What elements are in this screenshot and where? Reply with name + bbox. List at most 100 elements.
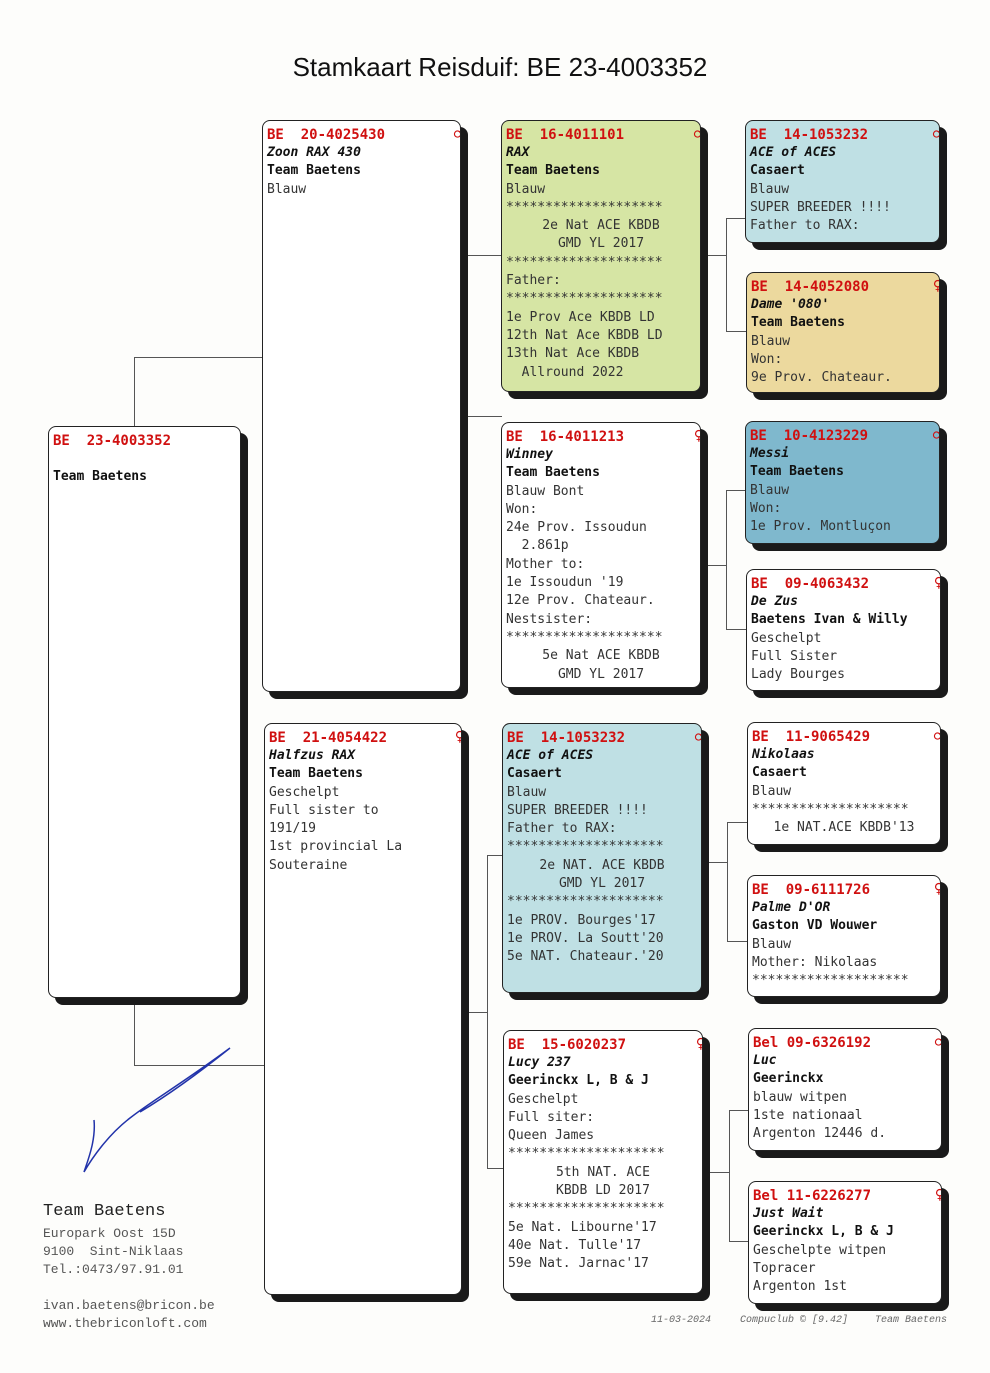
detail-line: GMD YL 2017: [558, 876, 646, 892]
male-symbol-icon: ♂: [933, 125, 939, 144]
pigeon-name: ACE of ACES: [750, 145, 837, 160]
detail-line: Blauw: [752, 783, 792, 799]
pigeon-name: Zoon RAX 430: [267, 145, 361, 160]
ring-number: BE 21-4054422♀: [269, 728, 461, 747]
owner-name: Team Baetens: [53, 469, 147, 485]
detail-line: 2e Nat ACE KBDB: [542, 218, 660, 234]
male-symbol-icon: ♂: [935, 1033, 941, 1052]
detail-line: ********************: [507, 894, 664, 910]
breeder-email[interactable]: ivan.baetens@bricon.be: [43, 1298, 215, 1313]
detail-line: Geschelpt: [508, 1091, 579, 1107]
detail-line: Mother to:: [506, 556, 585, 572]
connector-g1: [703, 255, 726, 256]
pedigree-card-grandsire-maternal: BE 14-1053232♂ ACE of ACESCasaertBlauwSU…: [502, 723, 702, 993]
detail-line: 1e Prov Ace KBDB LD: [506, 309, 655, 325]
pedigree-card-subject: BE 23-4003352 Team Baetens: [48, 426, 241, 998]
ring-number: BE 16-4011213♀: [506, 427, 700, 446]
ring-number: BE 11-9065429♂: [752, 727, 940, 746]
detail-line: [53, 450, 240, 468]
owner-name: Casaert: [750, 163, 805, 179]
detail-line: Father to RAX:: [750, 218, 860, 234]
female-symbol-icon: ♀: [696, 1035, 702, 1054]
pigeon-name: Palme D'OR: [752, 900, 831, 915]
owner-name: Team Baetens: [269, 766, 363, 782]
male-symbol-icon: ♂: [933, 426, 939, 445]
software-credit: Compuclub © [9.42]: [740, 1315, 849, 1326]
male-symbol-icon: ♂: [934, 727, 940, 746]
detail-line: Allround 2022: [506, 364, 624, 380]
detail-line: 24e Prov. Issoudun: [506, 520, 647, 536]
breeder-website[interactable]: www.thebriconloft.com: [43, 1316, 207, 1331]
detail-line: ********************: [752, 801, 909, 817]
pigeon-name: Messi: [750, 446, 790, 461]
pigeon-name: Winney: [506, 447, 553, 462]
owner-name: Team Baetens: [750, 464, 844, 480]
detail-line: ********************: [508, 1201, 665, 1217]
detail-line: GMD YL 2017: [557, 666, 645, 682]
detail-line: Argenton 1st: [753, 1279, 847, 1295]
detail-line: 1e PROV. Bourges'17: [507, 912, 656, 928]
detail-line: Blauw: [750, 181, 790, 197]
detail-line: Full siter:: [508, 1109, 595, 1125]
ring-number: BE 20-4025430♂: [267, 125, 460, 144]
ring-number: BE 16-4011101♂: [506, 125, 700, 144]
detail-line: Mother: Nikolaas: [752, 954, 878, 970]
detail-line: ********************: [752, 973, 909, 989]
detail-line: Geschelpt: [751, 630, 822, 646]
ring-number: BE 14-4052080♀: [751, 277, 939, 296]
footer-owner: Team Baetens: [875, 1315, 948, 1326]
detail-line: Blauw: [507, 784, 547, 800]
detail-line: Geschelpt: [269, 784, 340, 800]
connector-g1-parents: [726, 218, 747, 332]
female-symbol-icon: ♀: [933, 277, 939, 296]
print-date: 11-03-2024: [651, 1315, 712, 1326]
detail-line: Blauw: [751, 333, 791, 349]
detail-line: 5th NAT. ACE: [556, 1164, 650, 1180]
breeder-address-street: Europark Oost 15D: [43, 1226, 176, 1241]
detail-line: 12th Nat Ace KBDB LD: [506, 327, 663, 343]
detail-line: Argenton 12446 d.: [753, 1126, 887, 1142]
detail-line: SUPER BREEDER !!!!: [750, 199, 891, 215]
detail-line: Blauw: [752, 936, 792, 952]
connector-dam-grandparents: [487, 855, 503, 1169]
signature-icon: [83, 1047, 231, 1173]
detail-line: SUPER BREEDER !!!!: [507, 802, 648, 818]
pedigree-card-gg1: BE 14-1053232♂ ACE of ACES CasaertBlauwSU…: [745, 120, 940, 243]
pigeon-name: Halfzus RAX: [269, 748, 356, 763]
detail-line: 1ste nationaal: [753, 1107, 863, 1123]
page-title: Stamkaart Reisduif: BE 23-4003352: [292, 52, 708, 82]
detail-line: 5e Nat ACE KBDB: [542, 648, 660, 664]
owner-name: Geerinckx L, B & J: [508, 1073, 649, 1089]
detail-line: Nestsister:: [506, 611, 593, 627]
female-symbol-icon: ♀: [455, 728, 461, 747]
pedigree-card-dam: BE 21-4054422♀ Halfzus RAX Team BaetensGe…: [264, 723, 462, 1295]
detail-line: 1st provincial La: [269, 839, 403, 855]
female-symbol-icon: ♀: [934, 574, 940, 593]
connector-g4-parents: [729, 1110, 751, 1242]
male-symbol-icon: ♂: [694, 125, 700, 144]
detail-line: 1e PROV. La Soutt'20: [507, 930, 664, 946]
detail-line: Topracer: [753, 1260, 816, 1276]
breeder-name: Team Baetens: [43, 1202, 166, 1221]
detail-line: Lady Bourges: [751, 667, 845, 683]
ring-number: BE 14-1053232♂: [750, 125, 939, 144]
detail-line: 59e Nat. Jarnac'17: [508, 1256, 649, 1272]
male-symbol-icon: ♂: [695, 728, 701, 747]
detail-line: ********************: [506, 199, 663, 215]
connector-g2: [703, 565, 726, 566]
detail-line: 5e Nat. Libourne'17: [508, 1219, 657, 1235]
detail-line: Full Sister: [751, 648, 838, 664]
connector-g4: [705, 1172, 729, 1173]
female-symbol-icon: ♀: [934, 880, 940, 899]
pigeon-name: Luc: [753, 1053, 777, 1068]
pedigree-card-gg5: BE 11-9065429♂ NikolaasCasaertBlauw*****…: [747, 722, 941, 845]
owner-name: Casaert: [752, 765, 807, 781]
